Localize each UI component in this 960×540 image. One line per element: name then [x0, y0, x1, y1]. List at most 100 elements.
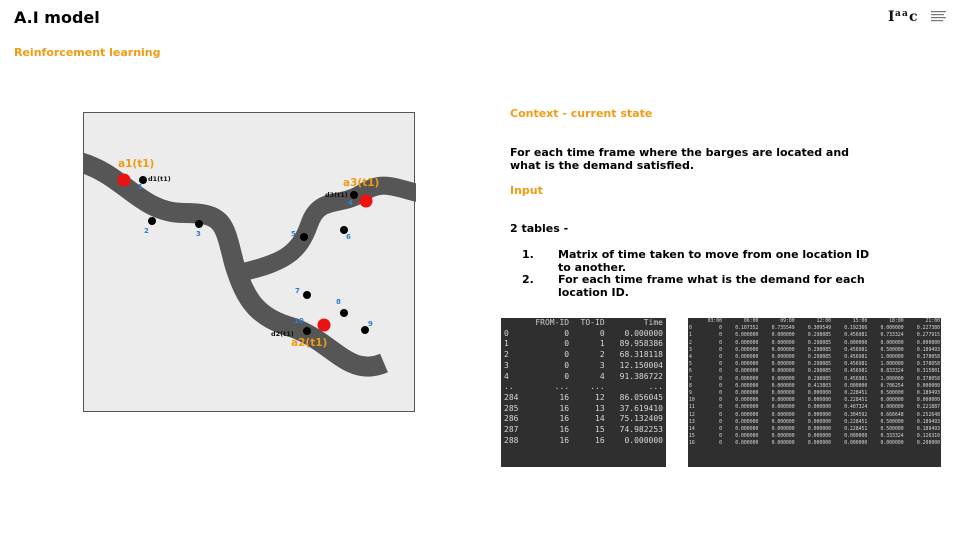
travel-cell: 0 — [599, 328, 605, 338]
point-label-10: 10 — [294, 317, 304, 325]
demand-cell: 0.000000 — [735, 383, 759, 389]
demand-cell: 0.000000 — [807, 434, 831, 440]
river-map: 1 2 3 4 5 6 7 8 9 10 d1(t1) d3(t1) d2(t1… — [83, 112, 416, 412]
iaac-logo: I a a c — [888, 7, 950, 25]
travel-cell: 68.318118 — [619, 350, 663, 360]
demand-cell: 0.000000 — [771, 412, 795, 418]
svg-text:a: a — [895, 9, 901, 19]
demand-cell: 0 — [719, 391, 723, 397]
demand-cell: 0.189493 — [916, 427, 940, 433]
barge-a2 — [317, 318, 331, 332]
demand-cell: 0.456981 — [844, 355, 868, 361]
demand-cell: 12 — [689, 412, 695, 418]
travel-cell: 16 — [559, 392, 570, 402]
demand-cell: 0.000000 — [880, 340, 904, 346]
demand-column-header: 09:00 — [780, 319, 795, 324]
travel-cell: 4 — [504, 371, 509, 381]
demand-cell: 1 — [689, 333, 692, 339]
demand-cell: 8 — [689, 383, 692, 389]
demand-cell: 4 — [689, 355, 692, 361]
demand-cell: 0.000000 — [771, 398, 795, 404]
demand-cell: 0 — [719, 419, 723, 425]
travel-cell: 284 — [504, 392, 519, 402]
travel-cell: 16 — [559, 425, 570, 435]
list-item-number: 1. — [522, 248, 534, 261]
travel-cell: 2 — [504, 350, 509, 360]
demand-column-header: 06:00 — [743, 319, 759, 324]
demand-cell: 1.000000 — [880, 362, 904, 368]
point-label-1: 1 — [138, 183, 143, 191]
point-label-3: 3 — [196, 230, 201, 238]
travel-cell: .. — [504, 382, 514, 392]
demand-cell: 0.000000 — [844, 383, 868, 389]
demand-cell: 0.000000 — [771, 376, 795, 382]
demand-cell: 0.277915 — [916, 333, 940, 339]
travel-cell: 0 — [564, 339, 570, 349]
demand-cell: 0.298085 — [807, 355, 831, 361]
location-point-9 — [361, 326, 369, 334]
location-point-2 — [148, 217, 156, 225]
demand-cell: 0.000000 — [735, 362, 759, 368]
barge-a1 — [117, 173, 131, 187]
demand-cell: 0 — [719, 427, 723, 433]
demand-cell: 1.000000 — [880, 376, 904, 382]
travel-cell: 0.000000 — [624, 328, 663, 338]
demand-cell: 0.000000 — [807, 412, 831, 418]
demand-cell: 0 — [719, 405, 723, 411]
map-markers — [117, 173, 373, 335]
demand-cell: 0.000000 — [880, 405, 904, 411]
demand-cell: 0.107352 — [735, 326, 759, 332]
demand-cell: 0.298085 — [807, 333, 831, 339]
demand-cell: 0 — [719, 333, 723, 339]
demand-cell: 0.000000 — [771, 419, 795, 425]
demand-cell: 0.000000 — [844, 441, 868, 447]
demand-cell: 0.000000 — [735, 405, 759, 411]
demand-cell: 0.000000 — [880, 398, 904, 404]
travel-cell: ... — [648, 382, 663, 392]
travel-cell: 12.150004 — [619, 360, 663, 370]
demand-cell: 0 — [719, 340, 723, 346]
demand-cell: 0.221887 — [916, 405, 940, 411]
demand-cell: 3 — [689, 347, 692, 353]
location-point-5 — [300, 233, 308, 241]
demand-cell: 0.000000 — [771, 340, 795, 346]
demand-cell: 0.000000 — [771, 434, 795, 440]
travel-cell: 13 — [595, 403, 605, 413]
svg-text:c: c — [909, 9, 918, 25]
point-label-8: 8 — [336, 298, 341, 306]
demand-cell: 0.298085 — [807, 347, 831, 353]
demand-cell: 11 — [689, 405, 695, 411]
point-label-2: 2 — [144, 227, 149, 235]
demand-cell: 0.000000 — [771, 362, 795, 368]
demand-cell: 0.000000 — [735, 391, 759, 397]
demand-cell: 0.333324 — [880, 434, 904, 440]
point-label-6: 6 — [346, 233, 351, 241]
demand-cell: 0.000000 — [735, 355, 759, 361]
list-item-text: Matrix of time taken to move from one lo… — [558, 248, 870, 274]
demand-cell: 0.227380 — [916, 326, 940, 332]
demand-cell: 0 — [719, 376, 723, 382]
demand-cell: 0.666648 — [880, 412, 904, 418]
demand-cell: 0.000000 — [807, 427, 831, 433]
demand-cell: 0.000000 — [771, 355, 795, 361]
demand-cell: 0.000000 — [735, 441, 759, 447]
demand-cell: 0.833324 — [880, 369, 904, 375]
travel-cell: 285 — [504, 403, 519, 413]
demand-cell: 0.315801 — [916, 369, 940, 375]
slide-title: A.I model — [14, 8, 100, 27]
demand-cell: 0 — [719, 362, 723, 368]
travel-column-header: Time — [643, 318, 663, 327]
demand-column-header: 12:00 — [816, 319, 831, 324]
travel-cell: 0 — [564, 360, 570, 370]
demand-column-header — [688, 318, 699, 325]
barge-a3 — [359, 194, 373, 208]
demand-cell: 0.000000 — [807, 405, 831, 411]
demand-cell: 0.252648 — [916, 412, 940, 418]
demand-cell: 16 — [689, 441, 695, 447]
